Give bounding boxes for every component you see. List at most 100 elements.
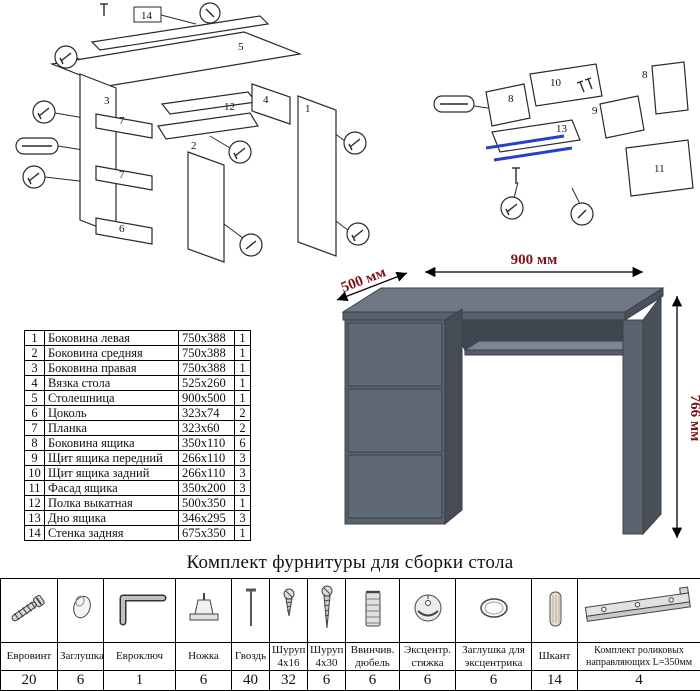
part-label-12: 12 bbox=[224, 101, 235, 113]
part-label-14: 14 bbox=[141, 10, 153, 22]
part-number: 1 bbox=[25, 331, 45, 346]
part-number: 14 bbox=[25, 526, 45, 541]
part-label-8a: 8 bbox=[508, 93, 514, 105]
hardware-qty: 4 bbox=[578, 671, 700, 691]
exploded-drawer-diagram: 10 8 9 8 11 13 bbox=[430, 52, 698, 267]
part-number: 12 bbox=[25, 496, 45, 511]
part-name: Дно ящика bbox=[45, 511, 179, 526]
part-size: 323x60 bbox=[179, 421, 235, 436]
panel-tie bbox=[252, 84, 290, 124]
hardware-qty: 6 bbox=[346, 671, 400, 691]
hardware-qty: 6 bbox=[58, 671, 104, 691]
panel-middle-side bbox=[188, 152, 224, 262]
drawer-front-1 bbox=[348, 323, 442, 386]
furniture-leg-icon bbox=[178, 580, 230, 636]
allen-key-icon bbox=[107, 580, 173, 636]
part-name: Боковина левая bbox=[45, 331, 179, 346]
hardware-name: Ввинчив. дюбель bbox=[346, 643, 400, 671]
hardware-qty: 20 bbox=[1, 671, 58, 691]
hardware-names-row: Евровинт Заглушка Евроключ Ножка Гвоздь … bbox=[1, 643, 700, 671]
part-qty: 1 bbox=[235, 346, 251, 361]
drawer-front-3 bbox=[348, 455, 442, 518]
hardware-qty: 32 bbox=[270, 671, 308, 691]
hardware-table: Евровинт Заглушка Евроключ Ножка Гвоздь … bbox=[0, 578, 700, 691]
part-name: Фасад ящика bbox=[45, 481, 179, 496]
part-name: Боковина средняя bbox=[45, 346, 179, 361]
part-qty: 1 bbox=[235, 496, 251, 511]
cam-cap-icon bbox=[458, 580, 530, 636]
part-number: 4 bbox=[25, 376, 45, 391]
part-label-11: 11 bbox=[654, 163, 665, 175]
hardware-name: Ножка bbox=[176, 643, 232, 671]
part-label-8b: 8 bbox=[642, 69, 648, 81]
right-side-panel-side bbox=[643, 296, 661, 534]
hardware-qty-row: 20 6 1 6 40 32 6 6 6 6 14 4 bbox=[1, 671, 700, 691]
hardware-qty: 6 bbox=[400, 671, 456, 691]
part-label-13: 13 bbox=[556, 123, 568, 135]
part-label-9: 9 bbox=[592, 105, 598, 117]
part-size: 350x200 bbox=[179, 481, 235, 496]
part-qty: 3 bbox=[235, 451, 251, 466]
part-size: 750x388 bbox=[179, 346, 235, 361]
cam-lock-icon bbox=[402, 580, 454, 636]
part-label-4: 4 bbox=[263, 94, 269, 106]
part-label-6: 6 bbox=[119, 223, 125, 235]
assembled-desk-render: 500 мм 900 мм 766 мм bbox=[325, 248, 700, 556]
hardware-name: Комплект роликовых направляющих L=350мм bbox=[578, 643, 700, 671]
part-name: Цоколь bbox=[45, 406, 179, 421]
roller-slides-icon bbox=[580, 580, 698, 636]
part-size: 750x388 bbox=[179, 361, 235, 376]
part-size: 750x388 bbox=[179, 331, 235, 346]
part-label-10: 10 bbox=[550, 77, 562, 89]
hardware-name: Шкант bbox=[532, 643, 578, 671]
hardware-qty: 6 bbox=[456, 671, 532, 691]
drawer-side-left bbox=[486, 84, 530, 126]
hardware-kit-title: Комплект фурнитуры для сборки стола bbox=[0, 552, 700, 574]
part-qty: 1 bbox=[235, 376, 251, 391]
part-name: Боковина правая bbox=[45, 361, 179, 376]
part-number: 10 bbox=[25, 466, 45, 481]
part-qty: 2 bbox=[235, 406, 251, 421]
part-label-7a: 7 bbox=[119, 115, 125, 127]
part-size: 350x110 bbox=[179, 436, 235, 451]
part-name: Планка bbox=[45, 421, 179, 436]
part-size: 500x350 bbox=[179, 496, 235, 511]
part-number: 5 bbox=[25, 391, 45, 406]
hardware-name: Заглушка для эксцентрика bbox=[456, 643, 532, 671]
part-size: 525x260 bbox=[179, 376, 235, 391]
width-dimension-label: 900 мм bbox=[511, 252, 558, 268]
part-qty: 3 bbox=[235, 466, 251, 481]
part-label-1: 1 bbox=[305, 103, 311, 115]
drawer-unit-side bbox=[445, 309, 462, 524]
hardware-qty: 6 bbox=[308, 671, 346, 691]
screw-in-dowel-icon bbox=[348, 580, 398, 636]
part-label-2: 2 bbox=[191, 140, 197, 152]
screw-4x16-icon bbox=[272, 580, 306, 636]
drawer-back bbox=[530, 64, 602, 106]
panel-shelf-rail bbox=[162, 92, 256, 114]
hardware-name: Эксцентр. стяжка bbox=[400, 643, 456, 671]
part-label-7b: 7 bbox=[119, 169, 125, 181]
part-number: 8 bbox=[25, 436, 45, 451]
right-side-panel bbox=[623, 320, 643, 534]
part-qty: 1 bbox=[235, 361, 251, 376]
wooden-dowel-icon bbox=[534, 580, 576, 636]
hardware-name: Шуруп 4x16 bbox=[270, 643, 308, 671]
drawer-front-2 bbox=[348, 389, 442, 452]
part-name: Щит ящика задний bbox=[45, 466, 179, 481]
drawer-side-right bbox=[600, 96, 644, 138]
part-label-3: 3 bbox=[104, 95, 110, 107]
part-number: 13 bbox=[25, 511, 45, 526]
part-qty: 6 bbox=[235, 436, 251, 451]
